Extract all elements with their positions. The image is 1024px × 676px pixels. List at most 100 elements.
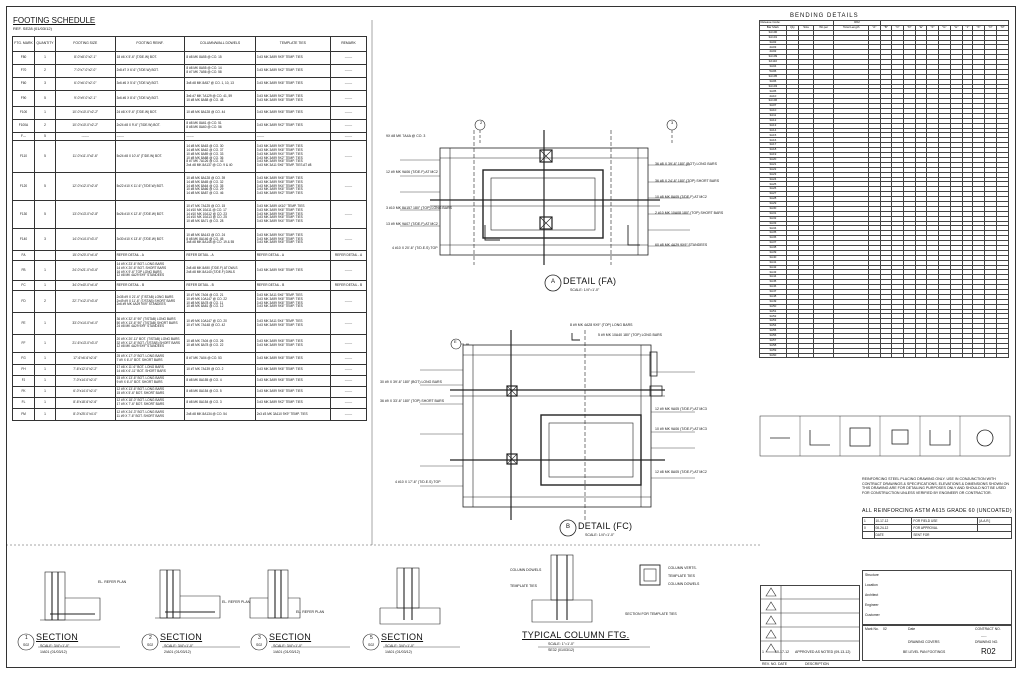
bending-cell (983, 352, 998, 359)
footing-cell: 1 (34, 364, 56, 376)
section-title: SECTION (381, 632, 424, 642)
detail-a-callout: 12 #9 MK 9A06 (T/DE.F) AT MC2 (386, 170, 438, 174)
footing-cell: FM (11, 408, 36, 421)
detail-b-letter: B (566, 524, 571, 530)
footing-cell: 8'-0"x25'-0"x4'-0" (54, 408, 116, 421)
section-scale: SCALE: 3/4"=1'-0" (385, 644, 415, 648)
bending-row: 3A42 (759, 264, 1009, 271)
footing-cell: ------- (329, 408, 368, 421)
rev-header-sent: SENT FOR (911, 531, 1012, 539)
section-scale: SCALE: 3/4"=1'-0" (164, 644, 194, 648)
bending-cell (903, 352, 916, 359)
bending-cell (961, 352, 974, 359)
project-field-label: Customer (865, 613, 880, 617)
grid-bubble-2: 2 (480, 120, 483, 125)
footing-cell: F130 (11, 200, 36, 229)
footing-cell: ------- (329, 172, 368, 201)
bottom-rev-no: 1 (762, 650, 764, 654)
detail-b-callout: 4 #10 X 17'-6" (T/D.E.S) TOP (395, 480, 441, 484)
section-ref: S02 (23, 643, 30, 647)
warning-triangles (761, 586, 859, 660)
section-ref-sub: 1/A01 (01/03/12) (40, 650, 67, 654)
detail-b-callout: 12 #8 MK 8A05 (T/DE.F) AT MC2 (655, 470, 707, 474)
revision-cell (977, 524, 1012, 532)
general-notes: REINFORCING STEEL PLACING DRAWING ONLY. … (862, 477, 1009, 495)
bending-row: 3A59 (759, 347, 1009, 354)
revision-cell: 1 (862, 517, 875, 525)
bending-cell (926, 352, 939, 359)
footing-cell: 5 (34, 90, 56, 107)
detail-a-callout: 36 #8 X 24'-6" 180" (TOP) SHORT BARS (655, 179, 720, 183)
section-ref: S02 (368, 643, 375, 647)
bottom-hdr-desc: DESCRIPTION (805, 662, 829, 666)
detail-a-callout: 2 #10 MK 10A08 180" (TOP) SHORT BARS (655, 211, 724, 215)
label-template-ties: TEMPLATE TIES (510, 584, 537, 588)
bending-row: 4A10 (759, 93, 1009, 100)
detail-b-callout: 8 #9 MK 4A28 9X9" (TOP) LONG BARS (570, 323, 633, 327)
bending-row: 3A47 (759, 288, 1009, 295)
label-column-dowels-2: COLUMN DOWELS (668, 582, 700, 586)
revision-cell: FOR FIELD USE (911, 517, 979, 525)
detail-b-title: DETAIL (FC) (578, 521, 633, 531)
label-column-dowels: COLUMN DOWELS (510, 568, 542, 572)
footing-col-header: FTG. MARK (11, 36, 36, 52)
detail-a-drawing (400, 119, 690, 292)
grid-bubble-3: 3 (671, 120, 674, 125)
bottom-rev-date: 10-17-12 (775, 650, 790, 654)
label-section-template-ties: SECTION FOR TEMPLATE TIES (625, 612, 677, 616)
detail-a-callout: 60 #8 MK 4A29 9X9" STANDEES (655, 243, 708, 247)
contract-value: ----- (981, 634, 987, 638)
bending-details-title: BENDING DETAILS (790, 13, 859, 19)
bending-row: 3A29 (759, 200, 1009, 207)
bending-row: 3A28 (759, 196, 1009, 202)
footing-cell: 2x3 #3 MK 3A110 9X9" TEMP. TIES (254, 408, 331, 421)
revision-cell: 0 (862, 524, 875, 532)
detail-a-callout: 9X #8 MK 7A4A @ CO. 3 (386, 134, 426, 138)
mark-value: 02 (883, 627, 887, 631)
section-drawings (17, 554, 661, 651)
bottom-rev-desc: APPROVED AS NOTED (09-13-12) (795, 650, 851, 654)
bend-shape-icons (759, 415, 1011, 457)
bending-row: 3A60 (759, 352, 1009, 359)
section-ref-sub: 2/A01 (01/03/12) (164, 650, 191, 654)
bending-cell (833, 352, 870, 359)
bending-mark: 3A60 (759, 352, 787, 359)
project-field-label: Location (865, 583, 878, 587)
project-field-label: Structure (865, 573, 879, 577)
section-title: SECTION (269, 632, 312, 642)
footing-cell: 1 (34, 408, 56, 421)
detail-b-callout: 30 #9 X 39'-6" 180" (BOT) LONG BARS (380, 380, 442, 384)
bending-row: 3A32 (759, 215, 1009, 222)
detail-a-callout: 3 #10 MK 8A157 180" (TOP) LONG BARS (386, 206, 452, 210)
contract-label: CONTRACT NO. (975, 627, 1001, 631)
footing-schedule-ref: REF. SE28 (01/03/12) (13, 26, 52, 31)
bending-row: 3A37 (759, 240, 1009, 246)
footing-cell: 5x26 #10 X 12'-6" (T/DE.W) BOT. (114, 200, 186, 229)
footing-cell: ------- (329, 140, 368, 173)
section-number: 3 (258, 635, 261, 641)
section-ref-sub: 1/A01 (01/03/12) (385, 650, 412, 654)
